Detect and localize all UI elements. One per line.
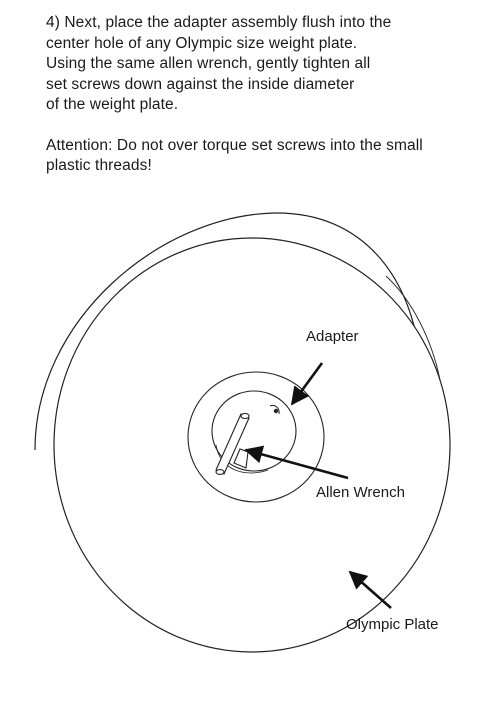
wrench-end <box>215 469 225 475</box>
step-line: center hole of any Olympic size weight p… <box>46 34 358 52</box>
olympic-plate-arrow <box>348 570 392 609</box>
adapter-arrow <box>290 362 324 406</box>
plate-rim-shading <box>385 275 441 381</box>
set-screw-slot <box>269 405 280 415</box>
step-line: 4) Next, place the adapter assembly flus… <box>46 14 392 31</box>
allen-wrench <box>215 412 250 475</box>
adapter <box>187 371 325 503</box>
callout-arrows <box>244 362 392 609</box>
step-line: set screws down against the inside diame… <box>46 75 355 93</box>
wrench-tip <box>240 412 250 420</box>
step-line: Using the same allen wrench, gently tigh… <box>46 55 371 72</box>
attention-line: plastic threads! <box>46 157 152 174</box>
attention-line: Attention: Do not over torque set screws… <box>46 136 423 154</box>
diagram-canvas: Adapter Allen Wrench Olympic Plate <box>34 212 451 653</box>
instructions-text: 4) Next, place the adapter assembly flus… <box>46 13 466 177</box>
set-screw-hole <box>273 408 279 414</box>
plate-back-edge <box>34 212 421 451</box>
olympic-plate-label: Olympic Plate <box>346 616 439 633</box>
adapter-label: Adapter <box>306 328 359 345</box>
adapter-inner-shadow <box>215 444 269 474</box>
allen-wrench-label: Allen Wrench <box>316 484 405 501</box>
step-line: of the weight plate. <box>46 96 179 113</box>
allen-wrench-arrow <box>244 445 349 480</box>
assembly-diagram: Adapter Allen Wrench Olympic Plate <box>0 200 480 721</box>
